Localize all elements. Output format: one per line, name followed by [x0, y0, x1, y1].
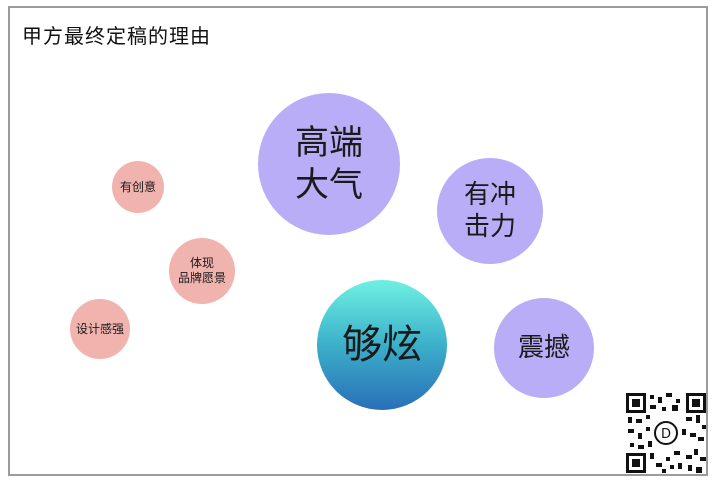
bubble-gouxuan: 够炫: [317, 280, 447, 410]
bubble-chongji-label: 有冲 击力: [463, 179, 516, 243]
svg-text:D: D: [661, 427, 671, 442]
bubble-chuangyi-label: 有创意: [119, 179, 156, 194]
bubble-ganqiang: 设计感强: [70, 299, 130, 359]
bubble-zhenhan-label: 震撼: [517, 332, 570, 363]
bubble-gaoduan: 高端 大气: [258, 93, 400, 235]
qr-code-icon: D: [626, 393, 706, 473]
bubble-zhenhan: 震撼: [494, 298, 594, 398]
bubble-chuangyi: 有创意: [112, 161, 164, 213]
bubble-gouxuan-label: 够炫: [342, 322, 422, 368]
bubble-ganqiang-label: 设计感强: [75, 321, 124, 336]
bubble-gaoduan-label: 高端 大气: [295, 122, 363, 206]
bubble-chongji: 有冲 击力: [437, 158, 543, 264]
slide-title: 甲方最终定稿的理由: [22, 24, 211, 48]
bubble-pinpai-label: 体现 品牌愿景: [177, 256, 226, 285]
bubble-pinpai: 体现 品牌愿景: [169, 238, 235, 304]
